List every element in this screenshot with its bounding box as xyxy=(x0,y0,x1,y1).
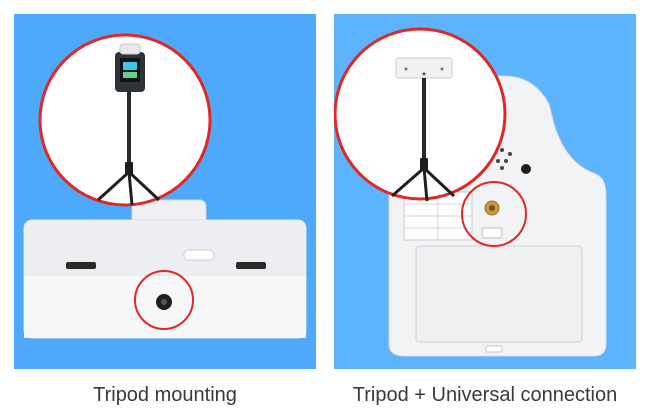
caption-tripod-mounting: Tripod mounting xyxy=(93,384,237,406)
device-body xyxy=(23,199,307,339)
tripod-inset xyxy=(334,27,507,202)
tripod-mounting-illustration xyxy=(23,33,307,339)
universal-connection-illustration xyxy=(334,27,607,357)
screw-mount-highlight-circle xyxy=(461,181,527,247)
universal-connection-photo xyxy=(334,14,636,369)
tripod-leg xyxy=(422,166,456,198)
sensor-dot xyxy=(521,164,531,174)
usb-port xyxy=(183,249,215,261)
tripod-mounting-photo xyxy=(14,14,316,369)
tripod-pole xyxy=(127,92,131,170)
tripod-leg xyxy=(127,171,134,206)
tripod-inset xyxy=(38,33,212,207)
tripod-pole xyxy=(422,78,426,166)
tripod-leg xyxy=(96,170,131,202)
caption-universal-connection: Tripod + Universal connection xyxy=(352,384,618,406)
vent-slot-left xyxy=(66,262,96,269)
battery-cover xyxy=(415,245,583,343)
tripod-leg xyxy=(391,166,425,198)
tripod-leg xyxy=(422,167,429,202)
tripod-leg xyxy=(127,170,161,202)
screw-hole-highlight-circle xyxy=(134,270,194,330)
vent-slot-right xyxy=(236,262,266,269)
usb-port xyxy=(481,227,503,239)
